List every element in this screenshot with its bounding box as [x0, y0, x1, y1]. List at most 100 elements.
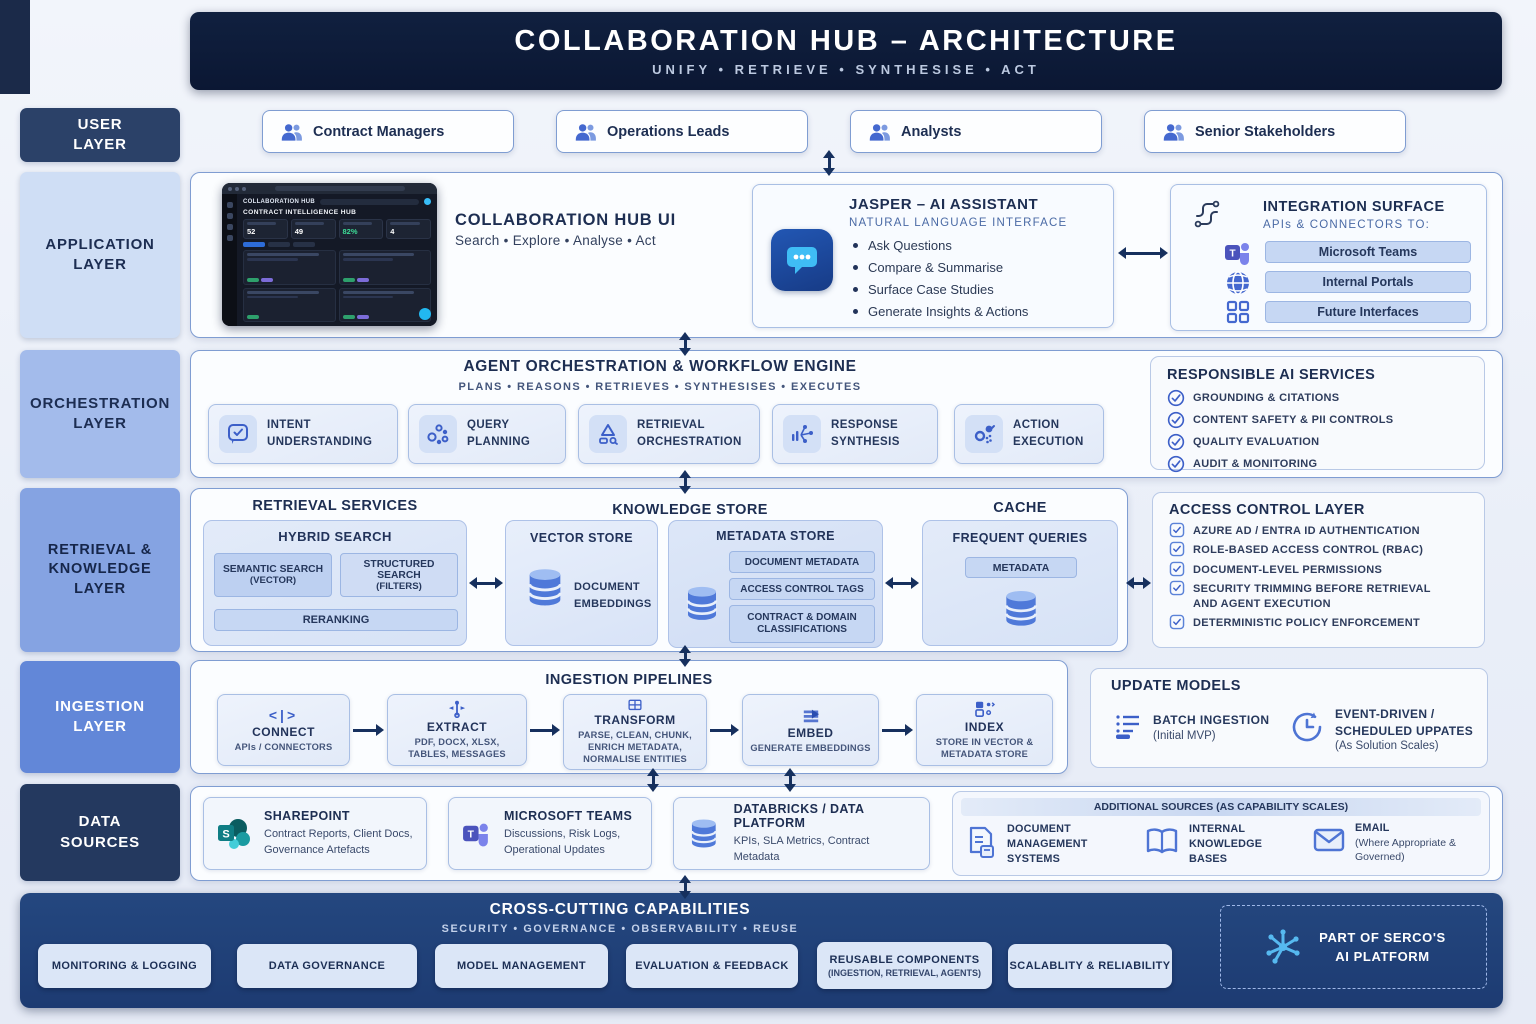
- check-square-icon: [1169, 614, 1185, 630]
- check-square-icon: [1169, 522, 1185, 538]
- layer-label-retrieval: RETRIEVAL & KNOWLEDGE LAYER: [20, 488, 180, 652]
- access-control-item: ROLE-BASED ACCESS CONTROL (RBAC): [1169, 542, 1468, 558]
- intent-icon: [228, 424, 248, 444]
- vector-store-panel: VECTOR STORE DOCUMENT EMBEDDINGS: [505, 520, 658, 646]
- additional-sources-header: ADDITIONAL SOURCES (AS CAPABILITY SCALES…: [961, 798, 1481, 816]
- check-square-icon: [1169, 561, 1185, 576]
- mini-screen-title: CONTRACT INTELLIGENCE HUB: [243, 209, 357, 216]
- arrow-cache-access-control: [1126, 576, 1151, 590]
- grid-icon: [1226, 300, 1250, 324]
- action-execution-icon: [974, 425, 995, 444]
- knowledge-bases-label: INTERNAL KNOWLEDGE BASES: [1189, 823, 1263, 866]
- user-chip-label: Analysts: [901, 123, 962, 140]
- platform-label-line1: PART OF SERCO'S: [1319, 930, 1446, 945]
- access-control-card: ACCESS CONTROL LAYER AZURE AD / ENTRA ID…: [1152, 492, 1485, 648]
- svg-text:T: T: [468, 829, 475, 840]
- responsible-ai-item: GROUNDING & CITATIONS: [1167, 389, 1468, 407]
- access-control-item: AZURE AD / ENTRA ID AUTHENTICATION: [1169, 522, 1468, 539]
- jasper-subtitle: NATURAL LANGUAGE INTERFACE: [849, 217, 1068, 229]
- knowledge-store-title: KNOWLEDGE STORE: [612, 502, 768, 518]
- arrow-orchestration-retrieval: [678, 470, 692, 494]
- check-circle-icon: [1167, 411, 1185, 429]
- code-connect-icon: <|>: [268, 706, 299, 723]
- source-sharepoint: S SHAREPOINT Contract Reports, Client Do…: [203, 797, 427, 870]
- query-planning-icon: [427, 424, 449, 445]
- check-circle-icon: [1167, 389, 1185, 407]
- email-icon: [1313, 828, 1345, 852]
- user-chip-label: Senior Stakeholders: [1195, 123, 1336, 140]
- update-models-card: UPDATE MODELS BATCH INGESTION (Initial M…: [1090, 668, 1488, 768]
- extract-icon: [448, 700, 466, 718]
- step-transform: TRANSFORM PARSE, CLEAN, CHUNK, ENRICH ME…: [563, 694, 707, 770]
- mini-avatar: [424, 198, 431, 205]
- cache-title: CACHE: [993, 500, 1047, 516]
- svg-text:S: S: [222, 828, 229, 840]
- capability-model-management: MODEL MANAGEMENT: [435, 944, 608, 988]
- microsoft-teams-icon: T: [1225, 243, 1249, 265]
- document-icon: [969, 826, 994, 858]
- integration-subtitle: APIs & CONNECTORS TO:: [1263, 219, 1431, 231]
- mini-chat-fab: [419, 308, 431, 320]
- mini-stat-cards: 52 49 82% 4: [243, 219, 431, 239]
- teams-desc: Discussions, Risk Logs, Operational Upda…: [504, 827, 621, 856]
- network-icon: [1266, 929, 1300, 964]
- access-control-title: ACCESS CONTROL LAYER: [1169, 502, 1365, 518]
- batch-list-icon: [1116, 715, 1139, 739]
- retrieval-orchestration-icon: [599, 424, 618, 445]
- responsible-ai-item: AUDIT & MONITORING: [1167, 455, 1468, 473]
- layer-label-user: USER LAYER: [20, 108, 180, 162]
- structured-search-box: STRUCTURED SEARCH (FILTERS): [340, 553, 458, 597]
- integration-target-teams: Microsoft Teams: [1265, 241, 1471, 263]
- source-databricks: DATABRICKS / DATA PLATFORM KPIs, SLA Met…: [673, 797, 930, 870]
- user-chip-label: Operations Leads: [607, 123, 730, 140]
- layer-label-data-sources: DATA SOURCES: [20, 784, 180, 881]
- layer-label-orchestration: ORCHESTRATION LAYER: [20, 350, 180, 478]
- people-icon: [281, 123, 302, 141]
- arrow-embed-index: [882, 723, 913, 737]
- mini-app-name: COLLABORATION HUB: [243, 198, 315, 205]
- platform-label-line2: AI PLATFORM: [1335, 949, 1430, 964]
- metadata-tag: ACCESS CONTROL TAGS: [729, 578, 875, 600]
- check-circle-icon: [1167, 433, 1185, 451]
- metadata-store-title: METADATA STORE: [716, 529, 835, 543]
- arrow-application-orchestration: [678, 332, 692, 356]
- hub-ui-screenshot: COLLABORATION HUB CONTRACT INTELLIGENCE …: [222, 183, 437, 326]
- sharepoint-icon: S: [218, 818, 250, 849]
- title-banner: COLLABORATION HUB – ARCHITECTURE UNIFY •…: [190, 12, 1502, 90]
- jasper-title: JASPER – AI ASSISTANT: [849, 196, 1039, 213]
- integration-title: INTEGRATION SURFACE: [1263, 199, 1445, 215]
- chat-bubble-icon: [771, 229, 833, 291]
- arrow-ingestion-data-left: [646, 768, 660, 792]
- arrow-connect-extract: [353, 723, 384, 737]
- page-subtitle: UNIFY • RETRIEVE • SYNTHESISE • ACT: [652, 62, 1040, 77]
- user-chip-analysts: Analysts: [850, 110, 1102, 153]
- arrow-user-application: [822, 150, 836, 176]
- check-square-icon: [1169, 542, 1185, 557]
- integration-connector-icon: [1194, 200, 1220, 228]
- check-square-icon: [1169, 580, 1185, 596]
- arrow-metadata-cache: [885, 576, 919, 590]
- vector-store-label: DOCUMENT EMBEDDINGS: [574, 581, 652, 610]
- responsible-ai-title: RESPONSIBLE AI SERVICES: [1167, 367, 1376, 383]
- browser-bar: [222, 183, 437, 194]
- serco-platform-box: PART OF SERCO'S AI PLATFORM: [1220, 905, 1487, 989]
- arrow-jasper-integration: [1118, 246, 1168, 260]
- databricks-icon: [690, 817, 717, 849]
- integration-target-portals: Internal Portals: [1265, 271, 1471, 293]
- integration-target-future: Future Interfaces: [1265, 301, 1471, 323]
- update-models-title: UPDATE MODELS: [1111, 678, 1241, 694]
- metadata-tag: DOCUMENT METADATA: [729, 551, 875, 573]
- people-icon: [575, 123, 596, 141]
- cache-panel: FREQUENT QUERIES METADATA: [922, 520, 1118, 646]
- capability-reusable-components: REUSABLE COMPONENTS(INGESTION, RETRIEVAL…: [817, 942, 992, 989]
- event-clock-icon: [1292, 712, 1322, 742]
- event-driven-label: EVENT-DRIVEN /: [1335, 707, 1435, 721]
- index-icon: [974, 701, 995, 717]
- mini-filter-chips: [243, 242, 431, 247]
- ingestion-title: INGESTION PIPELINES: [545, 672, 713, 688]
- user-chip-contract-managers: Contract Managers: [262, 110, 514, 153]
- crosscutting-subtitle: SECURITY • GOVERNANCE • OBSERVABILITY • …: [441, 923, 799, 935]
- step-index: INDEX STORE IN VECTOR & METADATA STORE: [916, 694, 1053, 766]
